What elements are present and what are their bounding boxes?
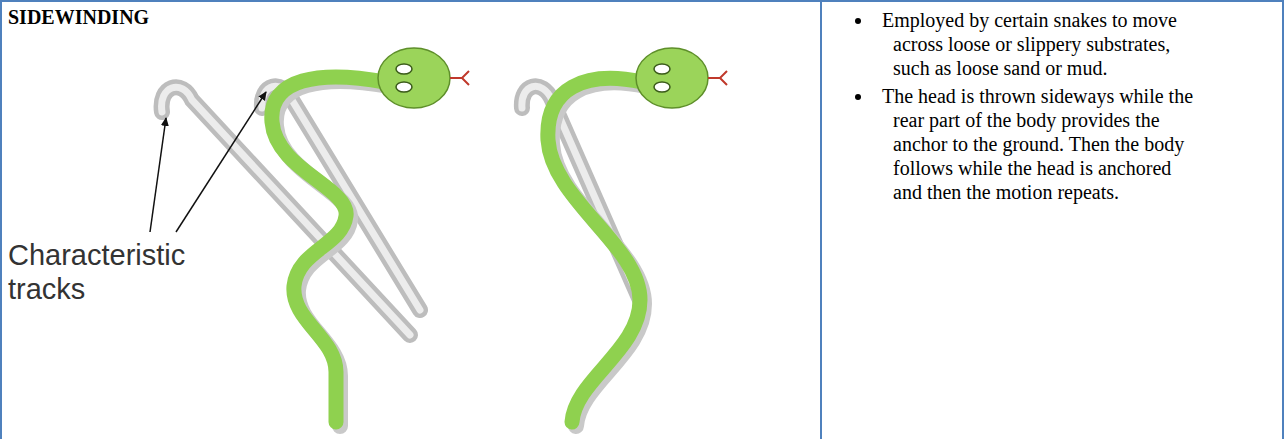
track-label: Characteristic tracks [8,238,218,306]
leader-arrow [150,92,266,232]
bullet-note: Employed by certain snakes to move acros… [855,8,1200,80]
diagram-title: SIDEWINDING [8,6,149,29]
snake [272,48,469,426]
bullet-list: Employed by certain snakes to move acros… [855,8,1200,208]
snake [548,48,727,426]
sidewinding-illustration [0,0,822,439]
bullet-note: The head is thrown sideways while the re… [855,84,1200,204]
snake-tracks [162,86,640,335]
